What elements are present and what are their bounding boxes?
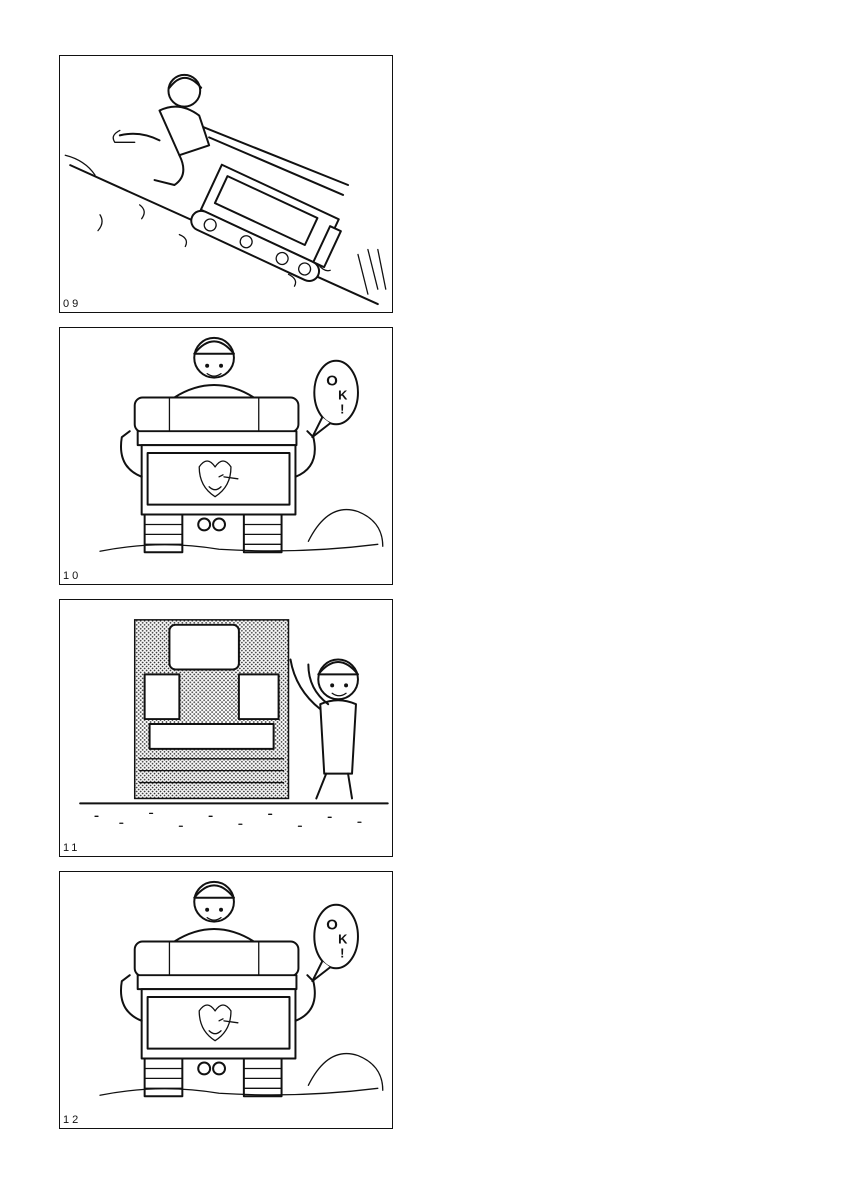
bubble-letter: O [326, 918, 338, 934]
panel-number: 10 [63, 570, 81, 582]
illustration-panel-11: 11 [59, 599, 393, 857]
bubble-letter: ! [340, 945, 344, 960]
illustration-panel-12: O K ! 12 [59, 871, 393, 1129]
illustration-panel-10: O K ! 10 [59, 327, 393, 585]
slope-operation-illustration [60, 56, 392, 312]
panel-number: 11 [63, 842, 80, 854]
ok-gesture-illustration: O K ! [60, 328, 392, 584]
panel-number: 09 [63, 298, 81, 310]
bubble-letter: K [338, 387, 348, 402]
panel-number: 12 [63, 1114, 81, 1126]
illustration-panel-09: 09 [59, 55, 393, 313]
bubble-letter: ! [340, 401, 344, 416]
bubble-letter: O [326, 374, 338, 390]
ok-gesture-illustration: O K ! [60, 872, 392, 1128]
shaded-area-illustration [60, 600, 392, 856]
bubble-letter: K [338, 931, 348, 946]
